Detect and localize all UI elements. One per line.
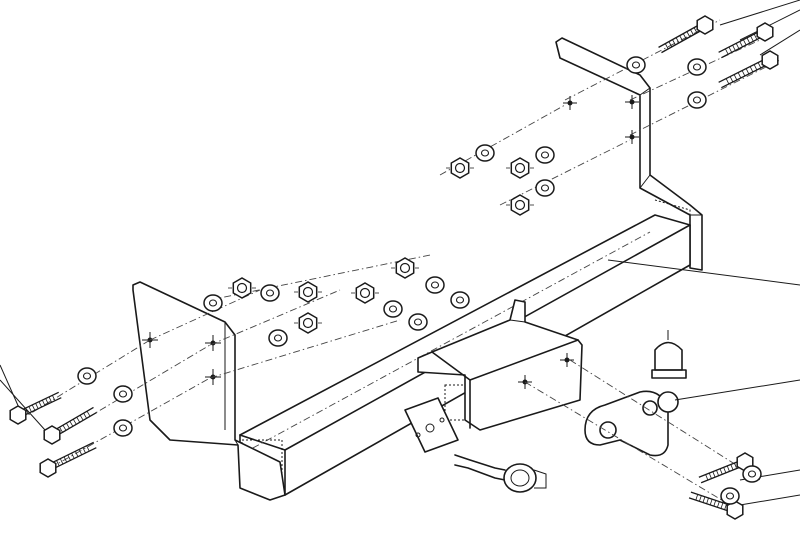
trailer-socket-icon [454,454,547,493]
right-bracket-hole [625,130,639,144]
washer-icon [687,58,707,76]
washer-icon [475,144,495,162]
washer-icon [408,313,428,331]
right-bracket-hole [625,95,639,109]
bolt-icon [698,452,754,484]
washer-icon [113,419,133,437]
leader-lines [0,0,800,506]
hex-nut-icon [446,157,474,179]
washer-icon [113,385,133,403]
tow-ball-sphere [657,391,679,413]
bolt-icon [658,15,714,54]
drawbar-mount [417,299,583,431]
washer-icon [535,146,555,164]
washer-icon [720,487,740,505]
washer-icon [626,56,646,74]
washer-icon [268,329,288,347]
tow-ball-cap-icon [651,330,687,379]
bolt-icon [9,391,62,425]
left-bracket [132,281,286,501]
socket-plate [404,397,459,453]
hex-nut-icon [351,282,379,304]
washer-icon [383,300,403,318]
washer-icon [687,91,707,109]
bolt-icon [718,50,779,89]
hex-nut-icon [506,194,534,216]
washer-icon [260,284,280,302]
washer-icon [425,276,445,294]
fasteners [9,15,779,520]
washer-icon [742,465,762,483]
drawbar-hole [560,353,574,367]
bolt-icon [43,406,97,445]
hex-nut-icon [391,257,419,279]
right-bracket-hole [563,96,577,110]
bolt-icon [718,22,774,59]
right-bracket [555,37,703,271]
bolt-icon [688,491,744,520]
hex-nut-icon [506,157,534,179]
tow-ball-icon [584,390,679,457]
washer-icon [203,294,223,312]
bolt-icon [39,441,97,478]
hex-nut-icon [294,281,322,303]
hex-nut-icon [294,312,322,334]
washer-icon [535,179,555,197]
hex-nut-icon [228,277,256,299]
washer-icon [450,291,470,309]
washer-icon [77,367,97,385]
